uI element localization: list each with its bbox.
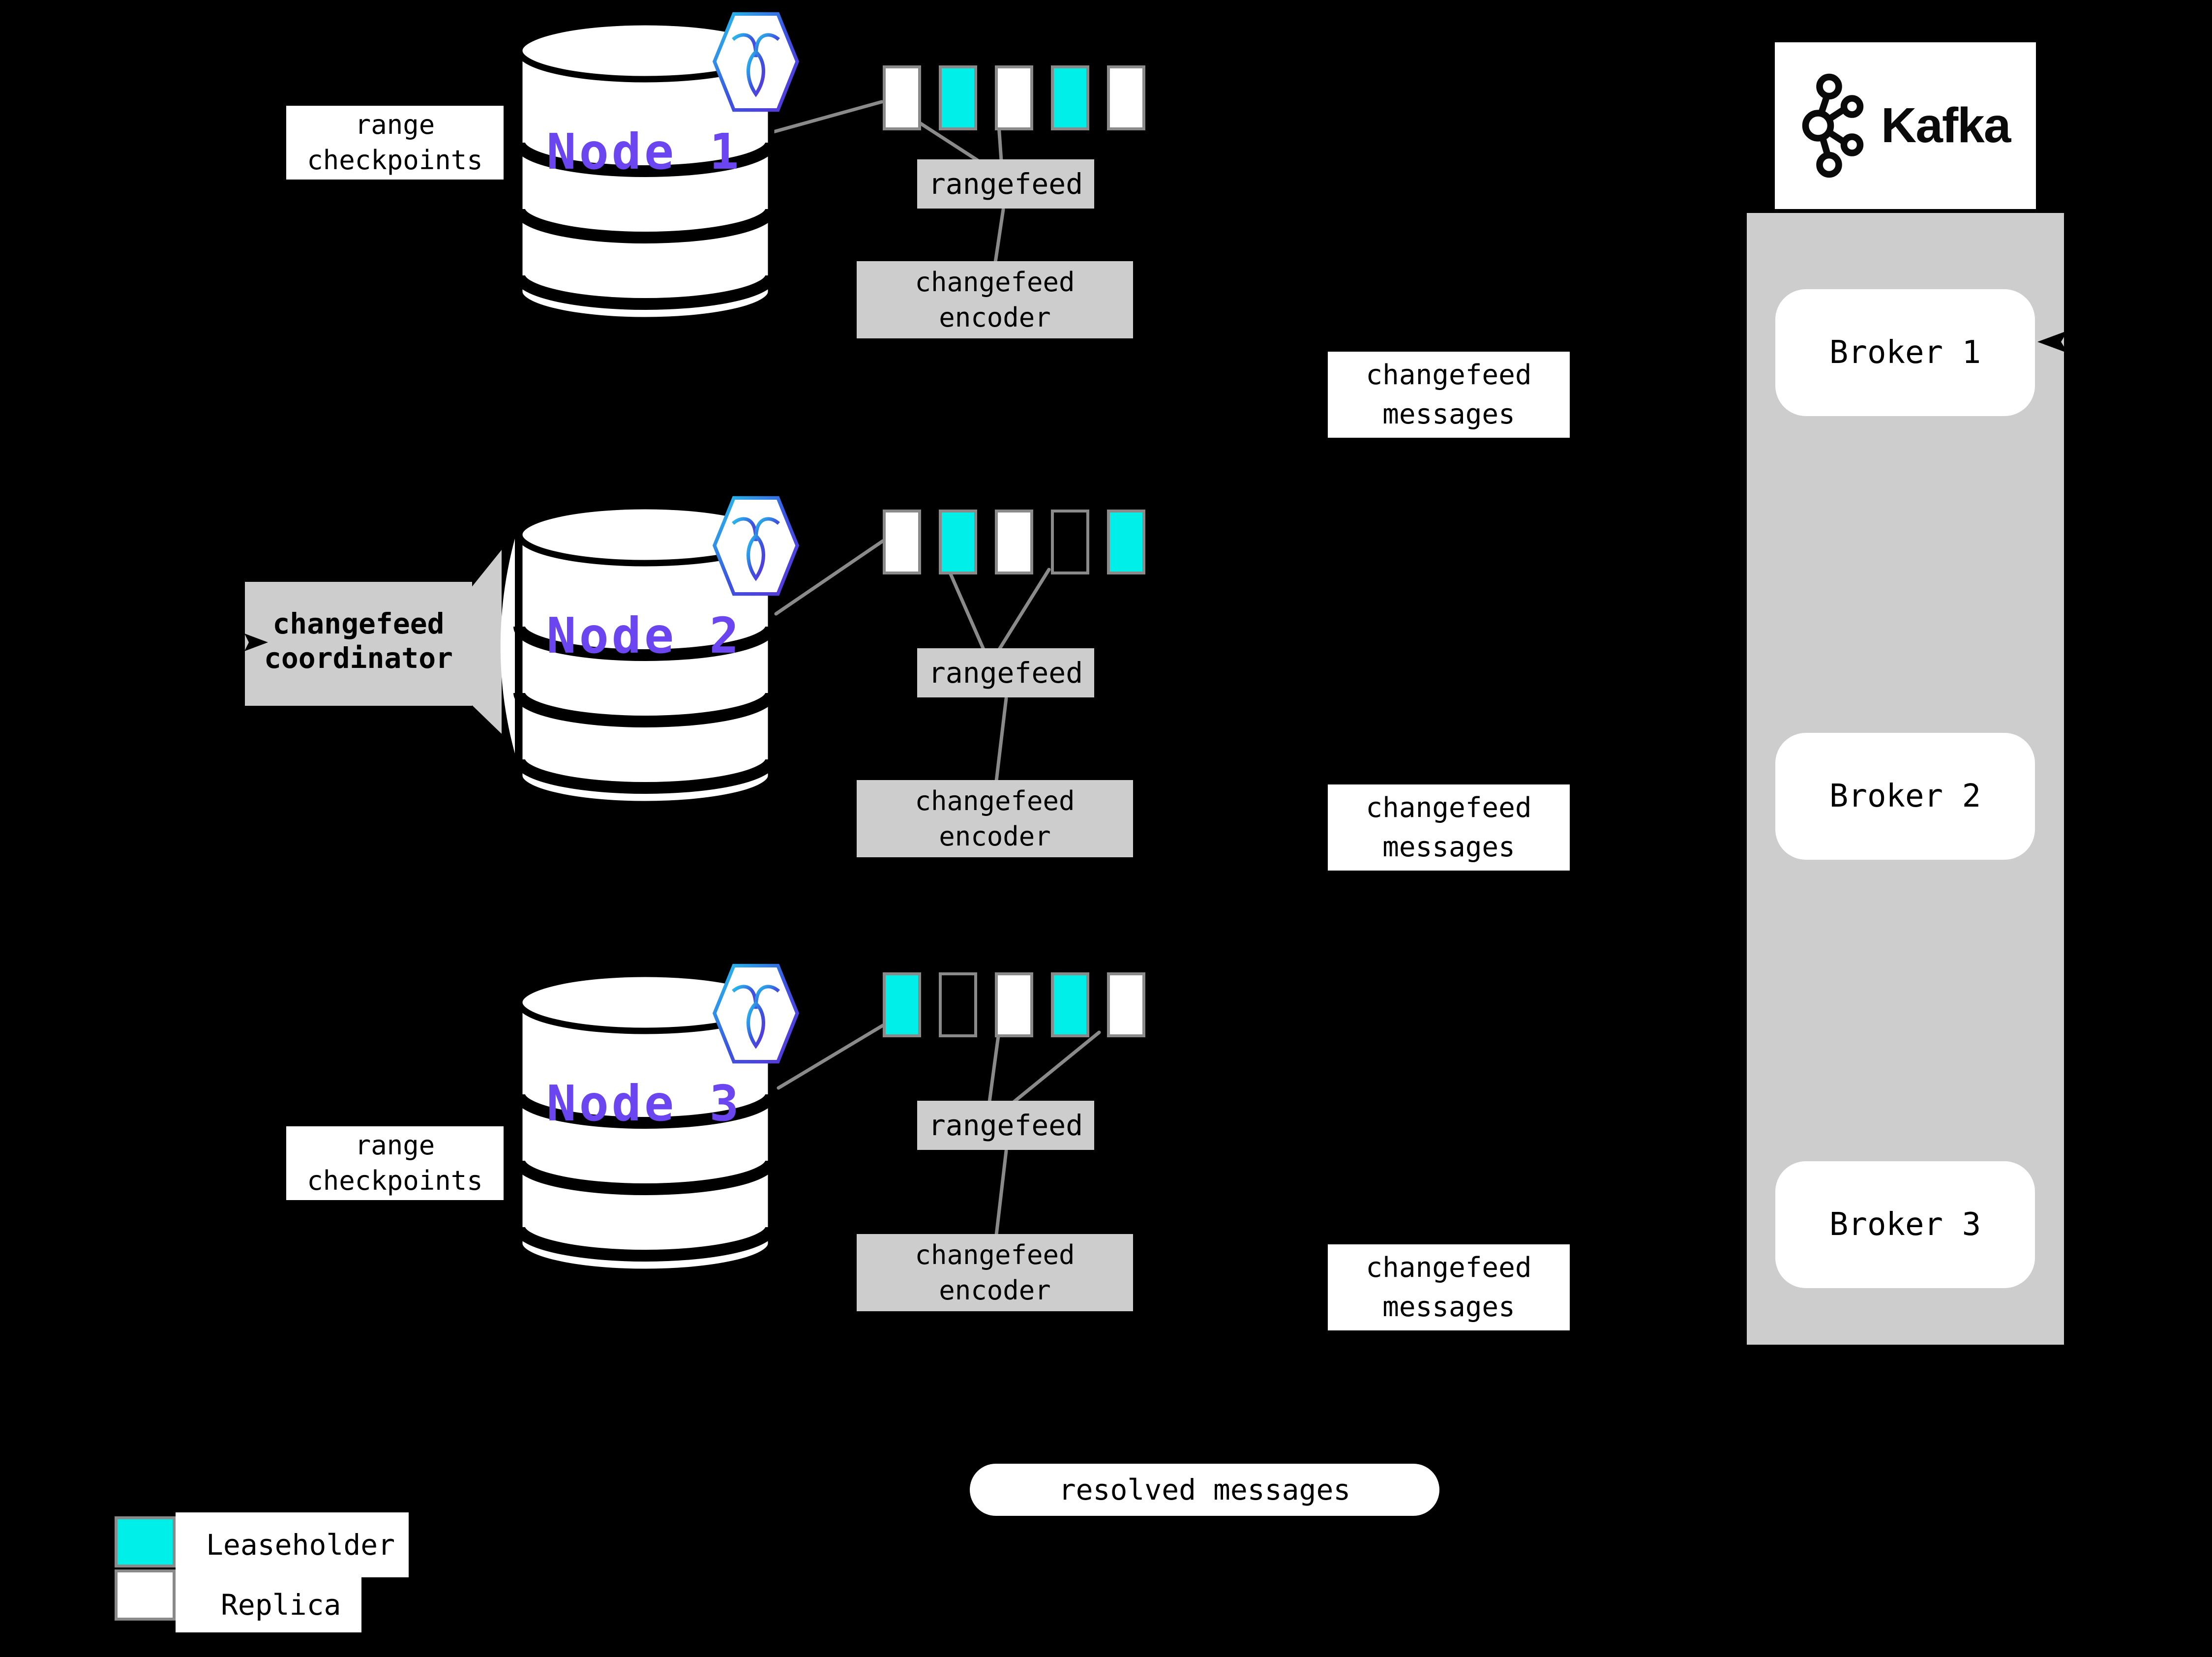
legend-leaseholder-text: Leaseholder	[206, 1528, 395, 1562]
resolved-messages-pill: resolved messages	[970, 1464, 1439, 1516]
kafka-broker-3: Broker 3	[1775, 1161, 2035, 1288]
changefeed-coordinator-callout: changefeed coordinator	[245, 582, 472, 706]
node-3-range-checkpoints-label: range checkpoints	[286, 1126, 504, 1200]
node-2-cylinder	[513, 503, 777, 808]
node-2-encoder-box: changefeed encoder	[857, 780, 1133, 857]
messages-line2: messages	[1382, 398, 1515, 430]
range-square-leaseholder	[1051, 65, 1089, 130]
legend-replica-text: Replica	[221, 1588, 341, 1622]
messages-line1: changefeed	[1366, 1251, 1532, 1284]
node-2-ranges	[883, 510, 1145, 574]
range-square-empty	[939, 972, 977, 1037]
messages-line1: changefeed	[1366, 359, 1532, 391]
encoder-line2: encoder	[939, 301, 1051, 333]
range-square-replica	[995, 65, 1033, 130]
encoder-line1: changefeed	[915, 785, 1075, 816]
legend-replica-label: Replica	[176, 1577, 361, 1632]
kafka-brand-text: Kafka	[1881, 98, 2011, 153]
node-3-cylinder	[513, 970, 777, 1275]
node-1-rangefeed-box: rangefeed	[917, 159, 1094, 209]
node-1-ranges	[883, 65, 1145, 130]
cockroachdb-hexagon-icon	[712, 496, 800, 596]
node-3-label: Node 3	[546, 1075, 742, 1132]
node-3-rangefeed-box: rangefeed	[917, 1101, 1094, 1150]
range-square-replica	[883, 65, 921, 130]
range-square-replica	[995, 972, 1033, 1037]
kafka-logo-box: Kafka	[1775, 42, 2036, 209]
cockroachdb-hexagon-icon	[712, 12, 800, 112]
checkpoints-line1: range	[355, 109, 435, 140]
messages-line2: messages	[1382, 1291, 1515, 1323]
kafka-inbound-arrowhead-icon	[2037, 331, 2068, 353]
encoder-line2: encoder	[939, 1274, 1051, 1306]
coordinator-inbound-arrowhead-icon	[244, 633, 268, 651]
kafka-broker-1: Broker 1	[1775, 289, 2035, 416]
legend-leaseholder-swatch	[115, 1516, 176, 1567]
legend-leaseholder-label: Leaseholder	[176, 1512, 409, 1577]
node-3-changefeed-messages-label: changefeed messages	[1328, 1244, 1570, 1330]
encoder-line2: encoder	[939, 820, 1051, 852]
range-square-replica	[1107, 972, 1145, 1037]
checkpoints-line2: checkpoints	[307, 145, 483, 176]
messages-line2: messages	[1382, 831, 1515, 863]
range-square-replica	[1107, 65, 1145, 130]
range-square-leaseholder	[939, 510, 977, 574]
node-1-label: Node 1	[546, 123, 742, 181]
coordinator-callout-fold	[500, 539, 515, 753]
node-2-rangefeed-box: rangefeed	[917, 648, 1094, 697]
node-1-changefeed-messages-label: changefeed messages	[1328, 352, 1570, 438]
range-square-leaseholder	[939, 65, 977, 130]
node-3-encoder-box: changefeed encoder	[857, 1234, 1133, 1311]
range-square-replica	[883, 510, 921, 574]
kafka-logo-icon	[1802, 73, 1864, 178]
node-3-ranges	[883, 972, 1145, 1037]
encoder-line1: changefeed	[915, 1239, 1075, 1270]
range-square-empty	[1051, 510, 1089, 574]
range-square-replica	[995, 510, 1033, 574]
range-square-leaseholder	[1107, 510, 1145, 574]
checkpoints-line2: checkpoints	[307, 1165, 483, 1196]
coordinator-line1: changefeed	[272, 607, 445, 640]
coordinator-callout-tail	[471, 550, 502, 734]
node-2-label: Node 2	[546, 607, 742, 664]
range-square-leaseholder	[1051, 972, 1089, 1037]
node-1-range-checkpoints-label: range checkpoints	[286, 106, 504, 180]
legend-replica-swatch	[115, 1569, 176, 1621]
node-2-changefeed-messages-label: changefeed messages	[1328, 784, 1570, 871]
gray-connector-lines	[772, 100, 1101, 1237]
coordinator-line2: coordinator	[264, 641, 453, 675]
node-1-encoder-box: changefeed encoder	[857, 261, 1133, 338]
range-square-leaseholder	[883, 972, 921, 1037]
kafka-broker-2: Broker 2	[1775, 733, 2035, 860]
checkpoints-line1: range	[355, 1130, 435, 1161]
encoder-line1: changefeed	[915, 266, 1075, 298]
messages-line1: changefeed	[1366, 791, 1532, 824]
cockroachdb-hexagon-icon	[712, 964, 800, 1064]
